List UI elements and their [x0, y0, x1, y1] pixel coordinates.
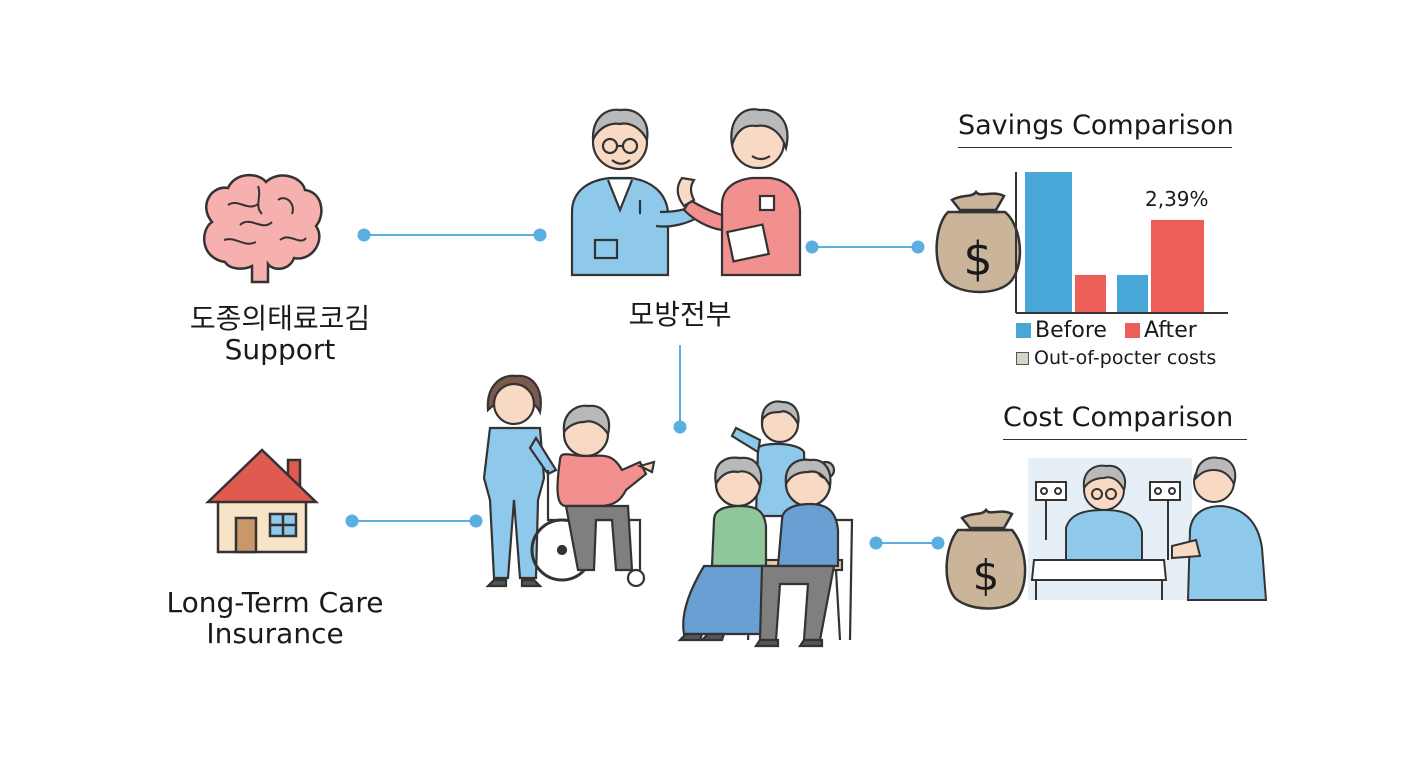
elderly-group-illustration	[677, 400, 854, 648]
ltc-node-label: Long-Term Care Insurance	[140, 587, 410, 650]
connector-dot	[869, 536, 883, 550]
chart-data-label: 2,39%	[1145, 187, 1209, 211]
brain-icon	[203, 174, 323, 284]
doctor-figure	[570, 108, 702, 277]
seated-woman-blue-figure	[753, 458, 840, 648]
caregiver-nurse-figure	[482, 374, 558, 588]
house-icon	[204, 448, 320, 554]
bar-after-2	[1151, 219, 1204, 313]
connector-dot	[345, 514, 359, 528]
connector-dot	[357, 228, 371, 242]
legend-label-before: Before	[1035, 318, 1107, 343]
connector-dot	[805, 240, 819, 254]
visiting-doctor-figure	[1171, 456, 1268, 601]
savings-bar-chart	[1015, 172, 1228, 314]
bar-before-2	[1117, 274, 1148, 313]
svg-text:$: $	[973, 551, 1000, 600]
wall-outlet	[1149, 481, 1181, 501]
elderly-patient-figure	[556, 404, 656, 572]
brain-label-korean: 도종의태료코김	[189, 302, 371, 335]
hospital-bed	[1030, 559, 1168, 581]
connector-dot	[931, 536, 945, 550]
center-node-label: 모방전부	[628, 298, 732, 331]
cost-money-bag-icon: $	[945, 507, 1027, 610]
legend-swatch-oop	[1016, 351, 1029, 365]
bars-layer	[1025, 172, 1204, 313]
chart-legend: Before After Out-of-pocter costs	[1016, 318, 1216, 369]
hospital-room-illustration	[1028, 456, 1268, 601]
legend-swatch-before	[1016, 323, 1031, 338]
wall-outlet	[1035, 481, 1067, 501]
seated-woman-green-figure	[677, 456, 776, 642]
legend-label-oop: Out-of-pocter costs	[1034, 347, 1217, 369]
svg-text:$: $	[963, 232, 992, 286]
caregiver-wheelchair-illustration	[482, 374, 656, 588]
patient-in-bed-figure	[1065, 464, 1143, 561]
bar-before-1	[1025, 172, 1072, 313]
legend-label-after: After	[1143, 318, 1197, 343]
doctor-nurse-illustration	[570, 108, 802, 277]
connector-dot	[533, 228, 547, 242]
nurse-figure	[676, 108, 802, 277]
connector-dot	[673, 420, 687, 434]
savings-chart-title: Savings Comparison	[958, 110, 1234, 148]
cost-comparison-title: Cost Comparison	[1003, 402, 1247, 440]
connector-dot	[911, 240, 925, 254]
savings-money-bag-icon: $	[935, 189, 1022, 294]
connector-dot	[469, 514, 483, 528]
ltc-label-line2: Insurance	[206, 617, 344, 651]
legend-swatch-after	[1124, 323, 1140, 338]
bar-after-1	[1075, 274, 1106, 313]
ltc-label-line1: Long-Term Care	[166, 586, 384, 619]
brain-node-label: 도종의태료코김 Support	[165, 303, 395, 366]
connectors	[345, 228, 945, 550]
brain-label-support: Support	[224, 333, 336, 367]
